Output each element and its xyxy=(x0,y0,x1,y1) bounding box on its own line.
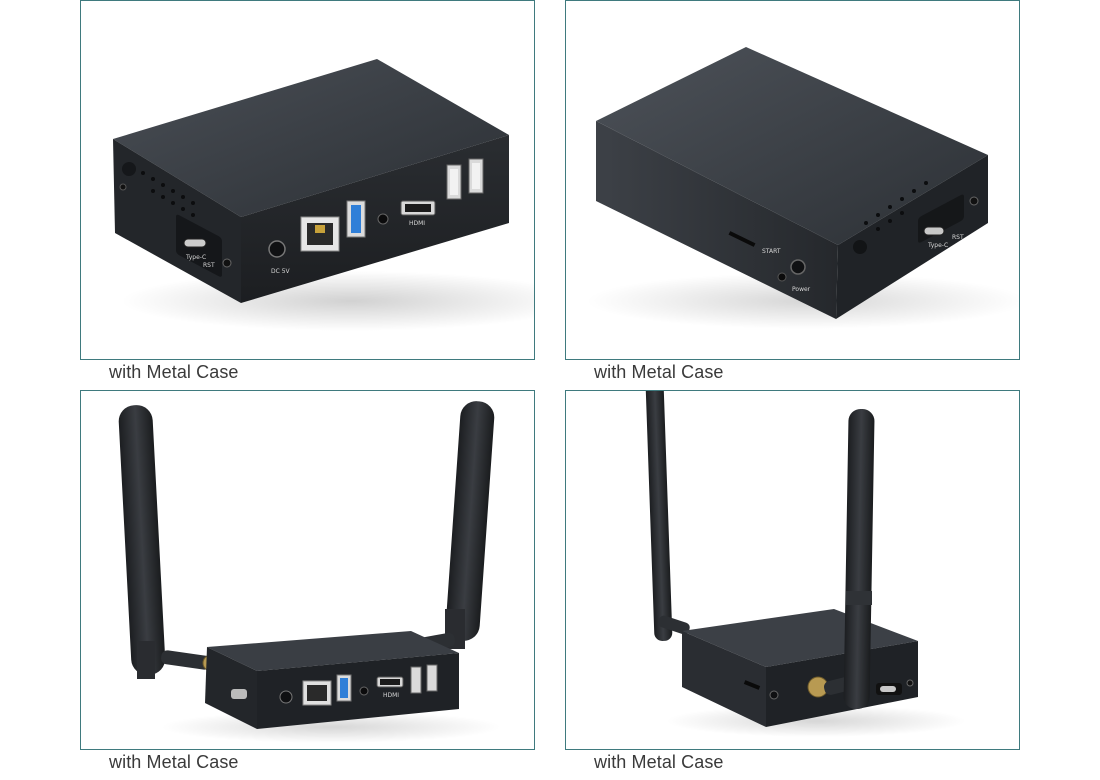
rst-label: RST xyxy=(203,262,215,269)
case-short-side xyxy=(836,155,988,319)
antenna-right xyxy=(445,401,495,641)
dc-jack xyxy=(268,240,286,258)
power-label: Power xyxy=(792,286,811,293)
device-photo: HDMI xyxy=(118,401,501,743)
usb-c-port xyxy=(183,238,207,248)
dc-label: DC 5V xyxy=(271,268,291,275)
sd-card-slot xyxy=(728,231,756,247)
rst-label: RST xyxy=(952,234,964,241)
hdmi-label: HDMI xyxy=(383,692,399,699)
case-top xyxy=(113,59,509,217)
usb-c-port xyxy=(231,689,247,699)
case-front xyxy=(257,653,459,729)
device-photo: Type-C RST DC 5V HDMI xyxy=(113,59,534,331)
antenna-left xyxy=(118,405,166,675)
case-long-side xyxy=(682,631,766,727)
start-label: START xyxy=(762,248,781,255)
dc-jack xyxy=(279,690,293,704)
type-c-label: Type-C xyxy=(927,242,948,249)
vent-holes xyxy=(141,171,195,217)
photo-frame-side-view: Type-C RST START Power xyxy=(565,0,1020,360)
case-top xyxy=(207,631,459,671)
hdmi-label: HDMI xyxy=(409,220,425,227)
power-button xyxy=(853,240,867,254)
device-photo xyxy=(645,391,966,737)
audio-jack xyxy=(377,213,389,225)
photo-frame-side-antennas xyxy=(565,390,1020,750)
antenna-front xyxy=(843,409,875,709)
start-button xyxy=(790,259,806,275)
usb-port-2 xyxy=(426,664,438,692)
type-c-label: Type-C xyxy=(185,254,206,261)
sd-card-slot xyxy=(743,680,761,690)
usb-port-1 xyxy=(410,666,422,694)
power-button xyxy=(122,162,136,176)
caption: with Metal Case xyxy=(594,362,724,382)
antenna-back xyxy=(645,391,673,641)
caption: with Metal Case xyxy=(594,752,724,772)
audio-jack xyxy=(359,686,369,696)
case-top xyxy=(596,47,988,245)
case-front xyxy=(241,135,509,303)
vent-holes xyxy=(864,181,928,231)
photo-frame-front-ports: Type-C RST DC 5V HDMI xyxy=(80,0,535,360)
case-left-side xyxy=(205,647,257,729)
caption: with Metal Case xyxy=(109,362,239,382)
photo-frame-front-antennas: HDMI xyxy=(80,390,535,750)
device-photo: Type-C RST START Power xyxy=(586,47,1019,329)
usb-c-port xyxy=(880,686,896,692)
usb-c-port xyxy=(923,226,945,236)
caption: with Metal Case xyxy=(109,752,239,772)
case-long-side xyxy=(596,121,838,319)
